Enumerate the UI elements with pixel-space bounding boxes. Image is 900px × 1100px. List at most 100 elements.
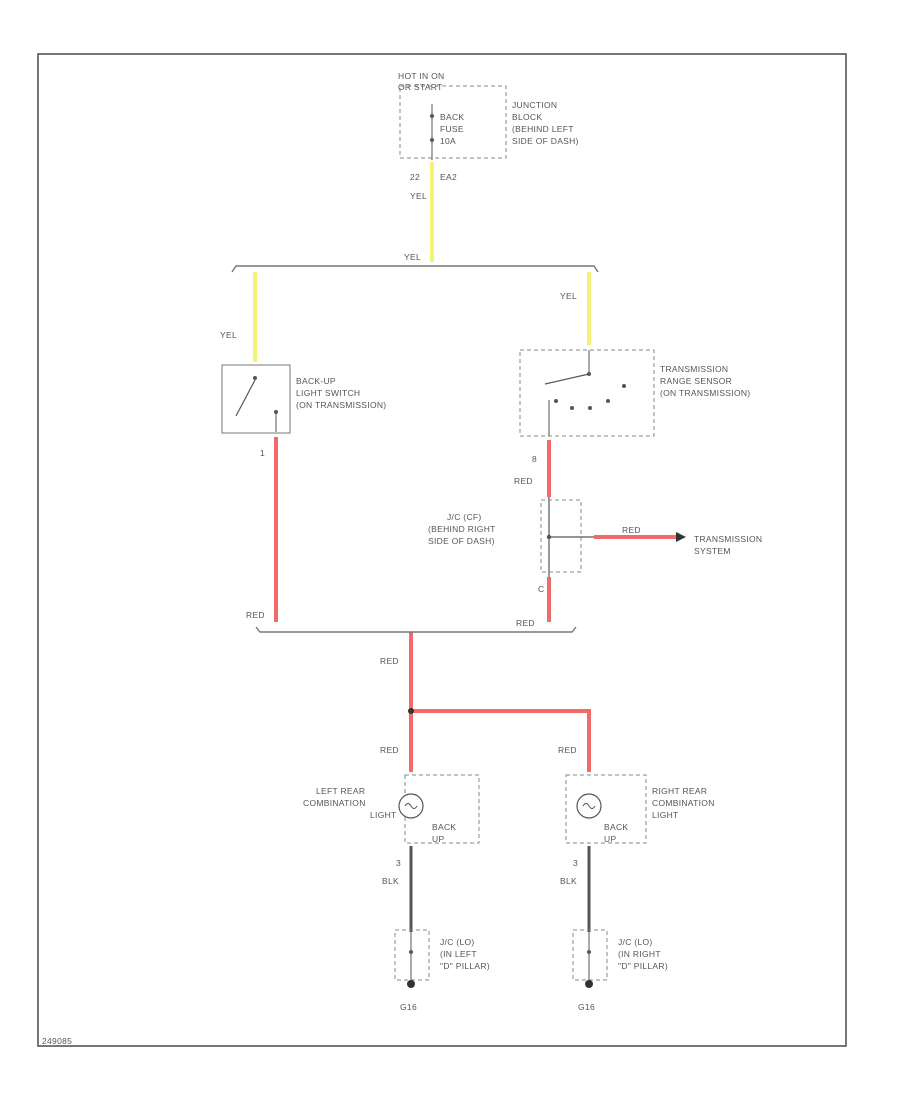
footer-code: 249085 [42,1036,72,1046]
switch-terminal-bottom-icon [274,410,278,414]
left-lamp-line-2: COMBINATION [303,798,366,808]
right-lamp-line-2: COMBINATION [652,798,715,808]
wire-label-yel-fuse: YEL [410,191,427,201]
wire-label-red-left-lamp: RED [380,745,399,755]
fuse-header-line-1: HOT IN ON [398,71,444,81]
left-lamp-label: LEFT REAR COMBINATION LIGHT [303,786,397,820]
right-ground-label: J/C (LO) (IN RIGHT "D" PILLAR) [618,937,668,971]
wire-label-red-sensor: RED [514,476,533,486]
trans-system-line-1: TRANSMISSION [694,534,762,544]
sensor-contacts-icon [554,384,626,410]
wire-label-red-bus-right: RED [516,618,535,628]
left-bulb-filament-icon [404,803,418,809]
wire-label-yel-bus: YEL [404,252,421,262]
range-sensor-line-2: RANGE SENSOR [660,376,732,386]
range-sensor-label: TRANSMISSION RANGE SENSOR (ON TRANSMISSI… [660,364,750,398]
fuse-pin-left: 22 [410,172,420,182]
pin-switch-out: 1 [260,448,265,458]
right-ground-box [572,929,608,981]
right-ground-line-2: (IN RIGHT [618,949,661,959]
wire-label-red-switch: RED [246,610,265,620]
right-backup-line-2: UP [604,834,616,844]
left-backup-line-1: BACK [432,822,456,832]
wire-label-blk-right: BLK [560,876,577,886]
wire-label-blk-left: BLK [382,876,399,886]
fuse-header: HOT IN ON OR START [398,71,447,92]
wire-label-red-right-lamp: RED [558,745,577,755]
right-lamp-box [565,774,647,844]
right-ground-line-3: "D" PILLAR) [618,961,668,971]
backup-switch-line-1: BACK-UP [296,376,336,386]
fuse-label-line-3: 10A [440,136,456,146]
fuse-pin-right: EA2 [440,172,457,182]
jc-splice-icon [546,534,552,540]
left-lamp-line-1: LEFT REAR [316,786,365,796]
left-lamp-box [404,774,480,844]
pin-sensor-out: 8 [532,454,537,464]
left-ground-icon [407,980,415,988]
right-ground-icon [585,980,593,988]
splice-point [408,708,414,714]
wire-label-red-trans: RED [622,525,641,535]
right-bulb-filament-icon [582,803,596,809]
sensor-wiper-icon [544,373,590,385]
left-ground-box [394,929,430,981]
top-bus-bar [231,265,599,273]
junction-block-line-1: JUNCTION [512,100,557,110]
diagram-frame [37,53,847,1047]
range-sensor-box [519,349,655,437]
junction-block-label: JUNCTION BLOCK (BEHIND LEFT SIDE OF DASH… [512,100,579,146]
wire-label-yel-sensor: YEL [560,291,577,301]
fuse-label-line-2: FUSE [440,124,464,134]
arrow-icon [676,532,686,542]
fuse-icon-lower [430,138,434,142]
right-ground-line-1: J/C (LO) [618,937,653,947]
jc-connector-box [540,499,582,573]
jc-connector-line-3: SIDE OF DASH) [428,536,495,546]
right-backup-line-1: BACK [604,822,628,832]
left-lamp-line-3: LIGHT [370,810,397,820]
switch-blade-icon [235,379,256,417]
range-sensor-line-1: TRANSMISSION [660,364,728,374]
right-lamp-line-1: RIGHT REAR [652,786,707,796]
backup-switch-line-3: (ON TRANSMISSION) [296,400,386,410]
jc-connector-label: J/C (CF) (BEHIND RIGHT SIDE OF DASH) [428,512,498,546]
trans-system-line-2: SYSTEM [694,546,731,556]
jc-connector-line-1: J/C (CF) [447,512,482,522]
junction-block-line-2: BLOCK [512,112,542,122]
wire-red-right-branch [411,709,591,772]
right-lamp-line-3: LIGHT [652,810,679,820]
left-ground-line-3: "D" PILLAR) [440,961,490,971]
wire-label-yel-switch: YEL [220,330,237,340]
wire-label-red-main: RED [380,656,399,666]
range-sensor-line-3: (ON TRANSMISSION) [660,388,750,398]
left-ground-line-2: (IN LEFT [440,949,477,959]
backup-switch-label: BACK-UP LIGHT SWITCH (ON TRANSMISSION) [296,376,386,410]
right-lamp-label: RIGHT REAR COMBINATION LIGHT [652,786,717,820]
trans-system-label: TRANSMISSION SYSTEM [694,534,765,556]
left-ground-label: J/C (LO) (IN LEFT "D" PILLAR) [440,937,490,971]
left-lamp-backup-label: BACK UP [432,822,459,844]
fuse-label-line-1: BACK [440,112,464,122]
jc-connector-line-2: (BEHIND RIGHT [428,524,496,534]
bus-bars [231,265,599,633]
bottom-bus-bar [255,626,577,633]
pin-lamp-left: 3 [396,858,401,868]
backup-switch-line-2: LIGHT SWITCH [296,388,360,398]
fuse-header-line-2: OR START [398,82,443,92]
junction-block-box [399,85,507,159]
right-lamp-backup-label: BACK UP [604,822,631,844]
pin-lamp-right: 3 [573,858,578,868]
backup-switch-box [221,364,291,434]
ground-left-code: G16 [400,1002,417,1012]
fuse-icon [430,114,434,118]
left-backup-line-2: UP [432,834,444,844]
junction-block-line-3: (BEHIND LEFT [512,124,574,134]
fuse-label: BACK FUSE 10A [440,112,467,146]
switch-terminal-top-icon [253,376,257,380]
ground-right-code: G16 [578,1002,595,1012]
left-ground-line-1: J/C (LO) [440,937,475,947]
wires [253,162,676,932]
junction-block-line-4: SIDE OF DASH) [512,136,579,146]
